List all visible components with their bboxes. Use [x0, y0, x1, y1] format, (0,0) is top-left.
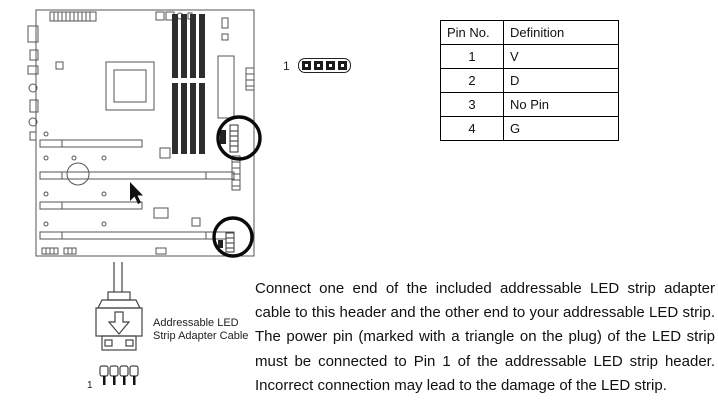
definition-cell: D	[503, 68, 619, 93]
table-header-row: Pin No. Definition	[440, 20, 619, 45]
led-header-bottom	[212, 216, 254, 258]
definition-header: Definition	[503, 20, 619, 45]
ram-slots	[172, 14, 205, 154]
definition-cell: G	[503, 116, 619, 141]
pin-icon	[337, 61, 347, 70]
pin-icon	[313, 61, 323, 70]
pin-no-cell: 1	[440, 44, 504, 69]
pin-no-cell: 3	[440, 92, 504, 117]
table-row: 1 V	[440, 44, 619, 69]
battery	[66, 162, 90, 186]
cable-label: Addressable LED Strip Adapter Cable	[153, 317, 248, 343]
pin-no-cell: 2	[440, 68, 504, 93]
led-header-top	[216, 115, 262, 161]
cable-label-line1: Addressable LED	[153, 317, 239, 329]
motherboard-diagram	[27, 9, 262, 258]
plug-pins	[99, 365, 139, 377]
pin-definition-table: Pin No. Definition 1 V 2 D 3 No Pin 4 G	[440, 20, 619, 141]
definition-cell: V	[503, 44, 619, 69]
table-row: 2 D	[440, 68, 619, 93]
pin-no-cell: 4	[440, 116, 504, 141]
table-row: 3 No Pin	[440, 92, 619, 117]
table-row: 4 G	[440, 116, 619, 141]
pin1-label: 1	[283, 58, 290, 73]
mouse-cursor-icon	[130, 182, 143, 204]
led-header-circle-bottom	[212, 216, 254, 258]
cable-pin1-label: 1	[87, 380, 93, 391]
led-header-circle-top	[216, 115, 262, 161]
definition-cell: No Pin	[503, 92, 619, 117]
pin-icon	[301, 61, 311, 70]
description-text: Connect one end of the included addressa…	[255, 280, 715, 394]
arrow-down-icon	[107, 311, 131, 335]
cable-label-line2: Strip Adapter Cable	[153, 330, 249, 342]
pin-no-header: Pin No.	[440, 20, 504, 45]
pin-icon	[325, 61, 335, 70]
pin-header-diagram: 1	[283, 58, 351, 73]
header-pins-icon	[297, 58, 351, 73]
cpu-socket	[105, 61, 155, 111]
adapter-cable-diagram: 1	[87, 262, 143, 391]
